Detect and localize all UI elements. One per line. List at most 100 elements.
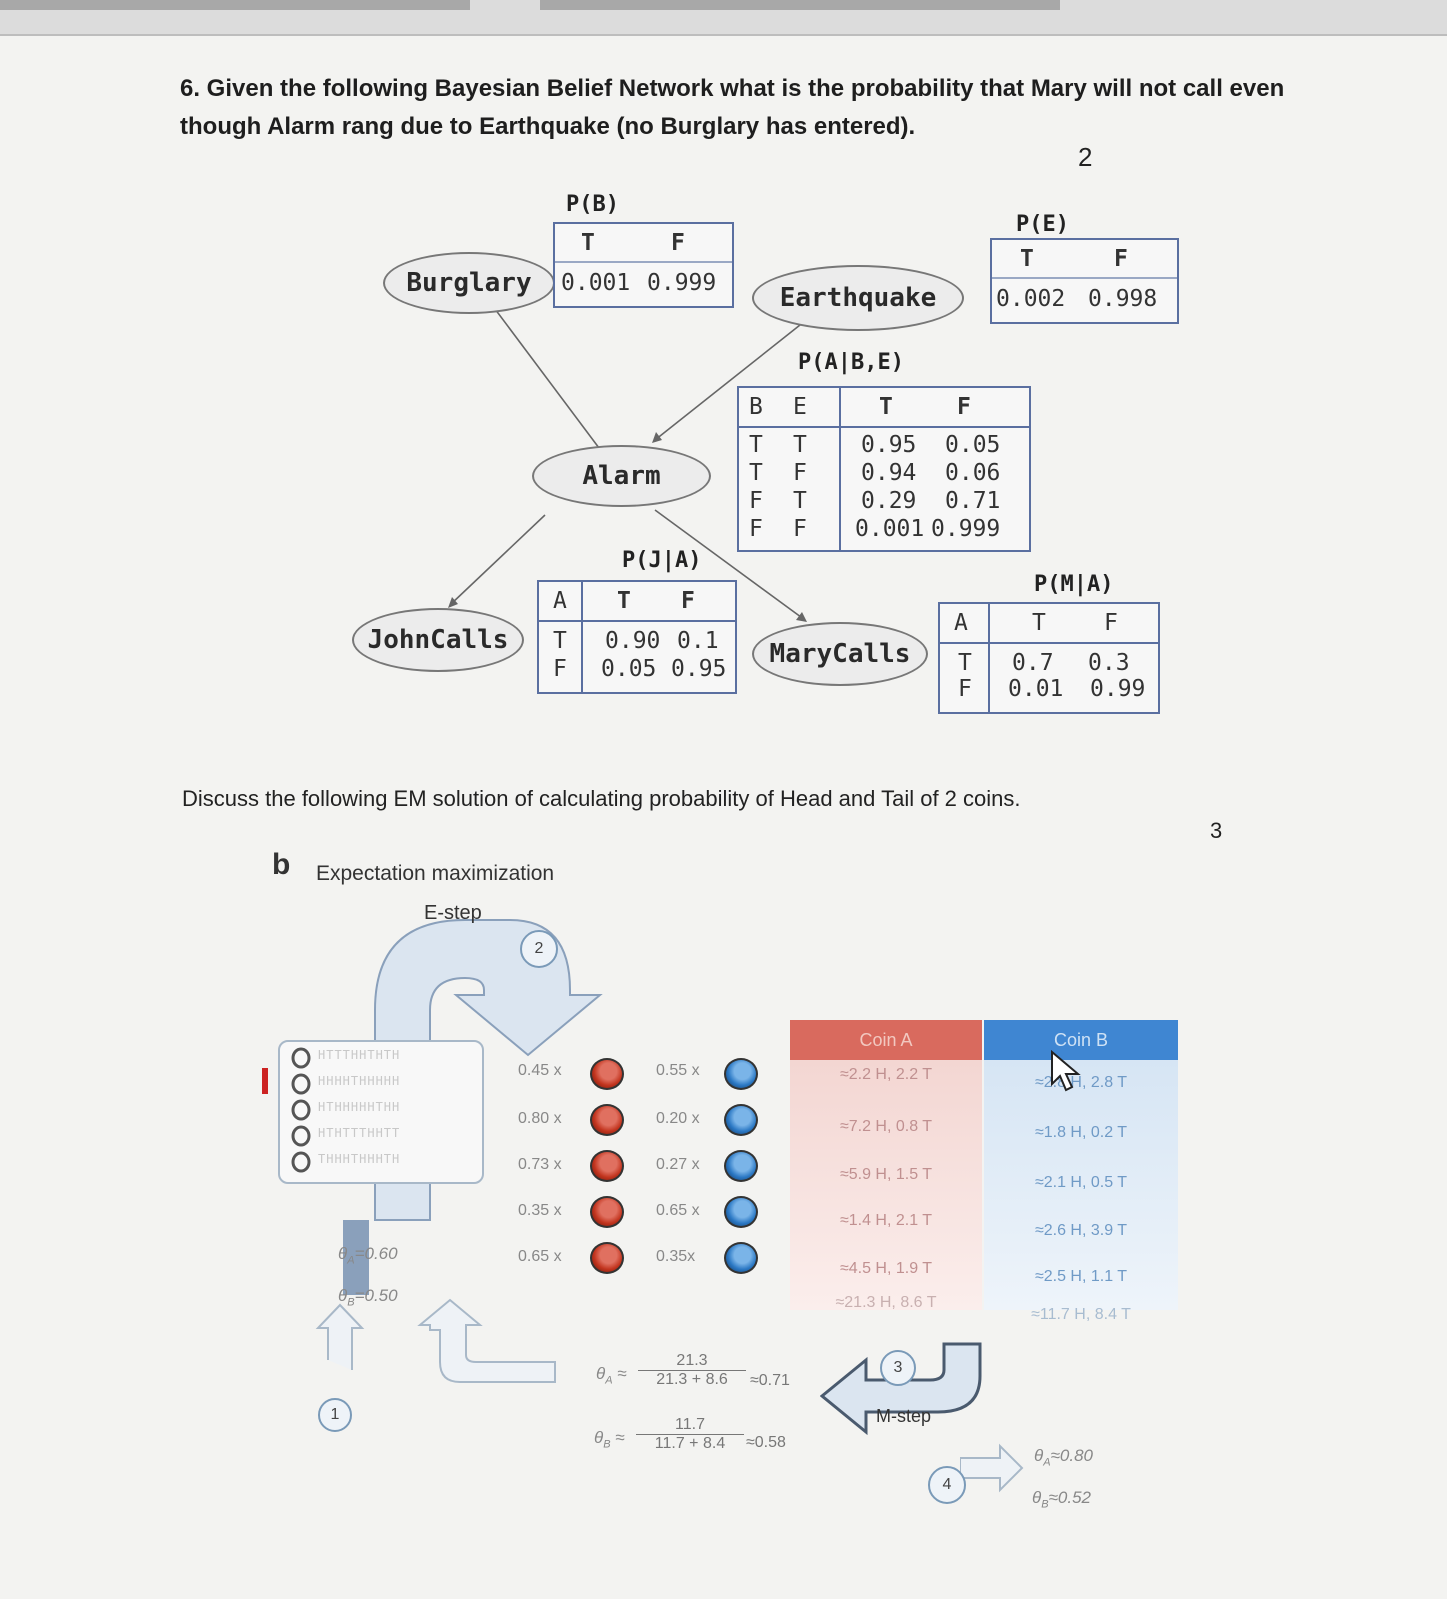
- weight-b-3: 0.27 x: [656, 1156, 700, 1173]
- node-alarm: Alarm: [532, 445, 711, 507]
- pabe-r2-f: 0.06: [945, 460, 1001, 486]
- pabe-r4-b: F: [749, 516, 763, 542]
- pabe-r3-e: T: [793, 488, 807, 514]
- question-6-line2: though Alarm rang due to Earthquake (no …: [180, 113, 916, 140]
- update-a-result: ≈0.71: [750, 1372, 790, 1389]
- estep-arrow: [374, 919, 603, 1221]
- pe-table: T F 0.002 0.998: [990, 238, 1179, 324]
- pe-value-t: 0.002: [996, 286, 1066, 312]
- update-theta-a-fraction: 21.3 21.3 + 8.6: [638, 1352, 746, 1389]
- coin-a-column: [790, 1060, 982, 1310]
- pabe-r1-f: 0.05: [945, 432, 1001, 458]
- pja-divider-v: [581, 582, 583, 692]
- sequence-4: HTHTTTHHTT: [318, 1126, 401, 1140]
- coin-b-row-5: ≈2.5 H, 1.1 T: [1034, 1268, 1128, 1285]
- em-figure-title: Expectation maximization: [316, 862, 555, 885]
- pja-table: A T F T 0.90 0.1 F 0.05 0.95: [537, 580, 737, 694]
- pabe-r2-b: T: [749, 460, 763, 486]
- coin-b-column: [984, 1060, 1178, 1310]
- monitor-top-bar: [0, 0, 1447, 36]
- question-em: Discuss the following EM solution of cal…: [182, 786, 1021, 811]
- update-theta-b-fraction: 11.7 11.7 + 8.4: [636, 1416, 744, 1453]
- node-johncalls: JohnCalls: [352, 608, 524, 672]
- pma-r1-t: 0.7: [1012, 650, 1054, 676]
- pe-value-f: 0.998: [1088, 286, 1158, 312]
- em-figure-label: b: [272, 848, 291, 881]
- pma-header-t: T: [1032, 610, 1046, 636]
- coin-stack: [291, 1047, 311, 1173]
- sequence-1: HTTTHHTHTH: [318, 1048, 401, 1062]
- coin-b-icon: [724, 1104, 758, 1136]
- pja-title: P(J|A): [622, 548, 702, 573]
- weight-a-4: 0.35 x: [518, 1202, 562, 1219]
- coin-a-icon: [590, 1242, 624, 1274]
- init-theta-a: θA=0.60: [338, 1244, 398, 1267]
- coin-a-icon: [590, 1150, 624, 1182]
- pabe-divider-h: [739, 426, 1029, 428]
- pb-header-t: T: [581, 230, 595, 256]
- weight-a-2: 0.80 x: [518, 1110, 562, 1127]
- final-theta-a: θA≈0.80: [1034, 1446, 1093, 1469]
- init-theta-b: θB=0.50: [338, 1286, 398, 1309]
- coin-b-icon: [724, 1150, 758, 1182]
- final-theta-b-value: ≈0.52: [1048, 1488, 1091, 1507]
- edge-earthquake-alarm: [654, 324, 801, 441]
- pabe-divider-v: [839, 388, 841, 550]
- pja-header-t: T: [617, 588, 631, 614]
- weight-b-5: 0.35x: [656, 1248, 696, 1265]
- pma-r2-f: 0.99: [1090, 676, 1146, 702]
- step-1-badge: 1: [318, 1398, 352, 1432]
- pe-header-f: F: [1114, 246, 1128, 272]
- weight-b-1: 0.55 x: [656, 1062, 700, 1079]
- pabe-r4-f: 0.999: [931, 516, 1001, 542]
- coin-b-total: ≈11.7 H, 8.4 T: [1031, 1306, 1131, 1323]
- pma-table: A T F T 0.7 0.3 F 0.01 0.99: [938, 602, 1160, 714]
- pabe-r1-b: T: [749, 432, 763, 458]
- update-b-numerator: 11.7: [636, 1416, 744, 1435]
- pe-divider: [992, 277, 1177, 279]
- top-bar-segment: [540, 0, 1060, 10]
- top-bar-segment: [0, 0, 470, 10]
- final-theta-b: θB≈0.52: [1032, 1488, 1091, 1511]
- coin-a-icon: [590, 1196, 624, 1228]
- pma-divider-v: [988, 604, 990, 712]
- init-theta-a-value: =0.60: [354, 1244, 398, 1263]
- return-arrow: [417, 1298, 556, 1383]
- pma-header-a: A: [954, 610, 968, 636]
- em-arrows: [315, 919, 603, 1383]
- pb-divider: [555, 261, 732, 263]
- pabe-header-t: T: [879, 394, 893, 420]
- coin-a-row-4: ≈1.4 H, 2.1 T: [839, 1212, 933, 1229]
- coin-b-header: Coin B: [984, 1020, 1178, 1060]
- coin-b-row-2: ≈1.8 H, 0.2 T: [1034, 1124, 1128, 1141]
- pabe-r3-t: 0.29: [861, 488, 917, 514]
- pma-header-f: F: [1104, 610, 1118, 636]
- pabe-r1-t: 0.95: [861, 432, 917, 458]
- coin-b-row-4: ≈2.6 H, 3.9 T: [1034, 1222, 1128, 1239]
- pabe-r1-e: T: [793, 432, 807, 458]
- pb-header-f: F: [671, 230, 685, 256]
- pb-value-t: 0.001: [561, 270, 631, 296]
- pja-r1-t: 0.90: [605, 628, 661, 654]
- pe-title: P(E): [1016, 212, 1069, 237]
- mstep-arrow: [820, 1342, 982, 1436]
- pe-header-t: T: [1020, 246, 1034, 272]
- pma-r1-a: T: [958, 650, 972, 676]
- node-marycalls: MaryCalls: [752, 622, 928, 686]
- sequence-3: HTHHHHHTHH: [318, 1100, 401, 1114]
- pja-r1-f: 0.1: [677, 628, 719, 654]
- update-a-denominator: 21.3 + 8.6: [656, 1371, 728, 1388]
- pb-value-f: 0.999: [647, 270, 717, 296]
- weight-b-2: 0.20 x: [656, 1110, 700, 1127]
- weight-b-4: 0.65 x: [656, 1202, 700, 1219]
- coin-a-row-3: ≈5.9 H, 1.5 T: [839, 1166, 933, 1183]
- coin-a-row-1: ≈2.2 H, 2.2 T: [839, 1066, 933, 1083]
- sequence-2: HHHHTHHHHH: [318, 1074, 401, 1088]
- update-b-result: ≈0.58: [746, 1434, 786, 1451]
- pja-r1-a: T: [553, 628, 567, 654]
- pabe-header-f: F: [957, 394, 971, 420]
- edge-alarm-marycalls: [654, 509, 806, 621]
- estep-label: E-step: [424, 902, 482, 924]
- coin-a-header: Coin A: [790, 1020, 982, 1060]
- coin-b-icon: [724, 1242, 758, 1274]
